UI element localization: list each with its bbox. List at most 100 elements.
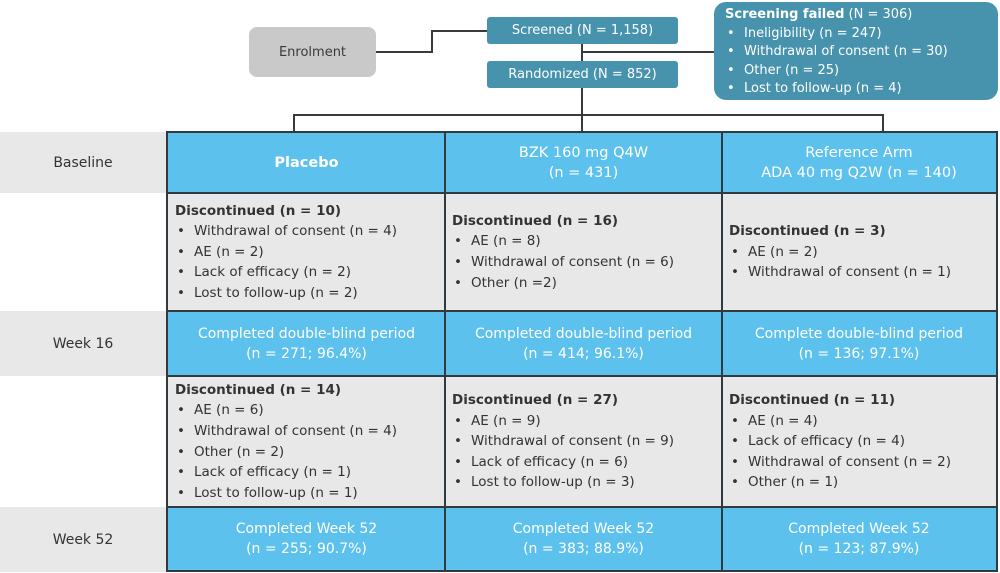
week16-completed-bzk: Completed double-blind period (n = 414; … bbox=[445, 311, 722, 376]
completed-label: Completed Week 52 bbox=[235, 520, 378, 537]
discontinued-reasons: AE (n = 6) Withdrawal of consent (n = 4)… bbox=[175, 400, 445, 503]
discontinued-baseline-placebo: Discontinued (n = 10) Withdrawal of cons… bbox=[168, 193, 445, 311]
completed-label: Completed Week 52 bbox=[788, 520, 930, 537]
completed-count: (n = 383; 88.9%) bbox=[523, 540, 644, 557]
arm-header-line1: Reference Arm bbox=[805, 145, 913, 161]
discontinued-reasons: Withdrawal of consent (n = 4) AE (n = 2)… bbox=[175, 221, 445, 303]
row-divider bbox=[168, 192, 996, 194]
arm-header-line1: Placebo bbox=[274, 155, 339, 171]
week52-completed-placebo: Completed Week 52 (n = 255; 90.7%) bbox=[168, 507, 445, 570]
completed-count: (n = 414; 96.1%) bbox=[523, 345, 644, 362]
connector-enrolment-v bbox=[431, 30, 433, 53]
connector-bracket-h bbox=[293, 114, 884, 116]
connector-to-screened bbox=[431, 30, 487, 32]
list-item: Withdrawal of consent (n = 6) bbox=[452, 252, 722, 273]
discontinued-title: Discontinued (n = 16) bbox=[452, 212, 619, 229]
arm-header-reference: Reference Arm ADA 40 mg Q2W (n = 140) bbox=[722, 133, 996, 193]
discontinued-reasons: AE (n = 9) Withdrawal of consent (n = 9)… bbox=[452, 411, 722, 493]
arm-header-line1: BZK 160 mg Q4W bbox=[518, 145, 649, 161]
discontinued-title: Discontinued (n = 14) bbox=[175, 381, 342, 398]
week52-completed-bzk: Completed Week 52 (n = 383; 88.9%) bbox=[445, 507, 722, 570]
list-item: Withdrawal of consent (n = 2) bbox=[729, 452, 996, 473]
enrolment-label: Enrolment bbox=[278, 44, 347, 60]
row-label-text: Week 52 bbox=[52, 531, 114, 548]
row-label-week16: Week 16 bbox=[0, 311, 166, 376]
list-item: Lost to follow-up (n = 1) bbox=[175, 483, 445, 504]
completed-count: (n = 136; 97.1%) bbox=[798, 345, 920, 362]
discontinued-title: Discontinued (n = 27) bbox=[452, 392, 619, 409]
week16-completed-placebo: Completed double-blind period (n = 271; … bbox=[168, 311, 445, 376]
completed-label: Completed Week 52 bbox=[512, 520, 655, 537]
row-divider bbox=[168, 375, 996, 377]
discontinued-reasons: AE (n = 2) Withdrawal of consent (n = 1) bbox=[729, 242, 996, 283]
completed-count: (n = 123; 87.9%) bbox=[798, 540, 920, 557]
connector-randomized-down bbox=[581, 88, 583, 131]
discontinued-reasons: AE (n = 4) Lack of efficacy (n = 4) With… bbox=[729, 411, 996, 493]
discontinued-title: Discontinued (n = 10) bbox=[175, 202, 342, 219]
list-item: Withdrawal of consent (n = 30) bbox=[725, 43, 998, 62]
screened-label: Screened (N = 1,158) bbox=[511, 23, 654, 38]
list-item: AE (n = 6) bbox=[175, 400, 445, 421]
list-item: AE (n = 2) bbox=[175, 242, 445, 263]
randomized-label: Randomized (N = 852) bbox=[508, 67, 657, 82]
screened-box: Screened (N = 1,158) bbox=[487, 17, 678, 44]
row-divider bbox=[168, 506, 996, 508]
arm-header-bzk: BZK 160 mg Q4W (n = 431) bbox=[445, 133, 722, 193]
list-item: Other (n =2) bbox=[452, 273, 722, 294]
row-label-baseline: Baseline bbox=[0, 132, 166, 193]
row-label-text: Week 16 bbox=[52, 335, 114, 352]
completed-label: Completed double-blind period bbox=[197, 325, 416, 342]
list-item: Lack of efficacy (n = 1) bbox=[175, 462, 445, 483]
list-item: Withdrawal of consent (n = 4) bbox=[175, 421, 445, 442]
list-item: AE (n = 4) bbox=[729, 411, 996, 432]
completed-label: Complete double-blind period bbox=[754, 325, 964, 342]
screening-failed-box: Screening failed (N = 306) Ineligibility… bbox=[714, 2, 998, 100]
list-item: Withdrawal of consent (n = 9) bbox=[452, 431, 722, 452]
week52-completed-reference: Completed Week 52 (n = 123; 87.9%) bbox=[722, 507, 996, 570]
row-divider bbox=[168, 310, 996, 312]
discontinued-week16-reference: Discontinued (n = 11) AE (n = 4) Lack of… bbox=[722, 376, 996, 507]
column-divider bbox=[444, 133, 446, 570]
arm-header-line2: (n = 431) bbox=[548, 165, 619, 181]
list-item: Lack of efficacy (n = 6) bbox=[452, 452, 722, 473]
enrolment-box: Enrolment bbox=[249, 27, 376, 77]
list-item: AE (n = 2) bbox=[729, 242, 996, 263]
list-item: Withdrawal of consent (n = 1) bbox=[729, 262, 996, 283]
arms-grid: Placebo Discontinued (n = 10) Withdrawal… bbox=[166, 131, 998, 572]
list-item: Other (n = 2) bbox=[175, 442, 445, 463]
list-item: Other (n = 25) bbox=[725, 62, 998, 81]
discontinued-week16-placebo: Discontinued (n = 14) AE (n = 6) Withdra… bbox=[168, 376, 445, 507]
column-divider bbox=[721, 133, 723, 570]
completed-count: (n = 271; 96.4%) bbox=[246, 345, 367, 362]
arm-header-line2: ADA 40 mg Q2W (n = 140) bbox=[761, 165, 957, 181]
list-item: Withdrawal of consent (n = 4) bbox=[175, 221, 445, 242]
list-item: Lack of efficacy (n = 4) bbox=[729, 431, 996, 452]
screening-failed-reasons: Ineligibility (n = 247) Withdrawal of co… bbox=[725, 25, 998, 99]
connector-enrolment-h bbox=[376, 51, 432, 53]
discontinued-title: Discontinued (n = 3) bbox=[729, 223, 886, 240]
discontinued-reasons: AE (n = 8) Withdrawal of consent (n = 6)… bbox=[452, 231, 722, 293]
completed-label: Completed double-blind period bbox=[474, 325, 693, 342]
list-item: AE (n = 9) bbox=[452, 411, 722, 432]
discontinued-baseline-bzk: Discontinued (n = 16) AE (n = 8) Withdra… bbox=[445, 193, 722, 311]
discontinued-baseline-reference: Discontinued (n = 3) AE (n = 2) Withdraw… bbox=[722, 193, 996, 311]
list-item: Lost to follow-up (n = 4) bbox=[725, 80, 998, 99]
list-item: Ineligibility (n = 247) bbox=[725, 25, 998, 44]
randomized-box: Randomized (N = 852) bbox=[487, 61, 678, 88]
row-label-week52: Week 52 bbox=[0, 507, 166, 572]
completed-count: (n = 255; 90.7%) bbox=[246, 540, 367, 557]
arm-header-placebo: Placebo bbox=[168, 133, 445, 193]
connector-bracket-right bbox=[882, 114, 884, 131]
list-item: Lack of efficacy (n = 2) bbox=[175, 262, 445, 283]
screening-failed-count: (N = 306) bbox=[848, 7, 913, 22]
screening-failed-title: Screening failed (N = 306) bbox=[725, 6, 998, 25]
list-item: Lost to follow-up (n = 3) bbox=[452, 472, 722, 493]
connector-to-screening-failed bbox=[582, 51, 714, 53]
list-item: Lost to follow-up (n = 2) bbox=[175, 283, 445, 304]
row-label-text: Baseline bbox=[53, 154, 113, 171]
week16-completed-reference: Complete double-blind period (n = 136; 9… bbox=[722, 311, 996, 376]
list-item: AE (n = 8) bbox=[452, 231, 722, 252]
screening-failed-heading: Screening failed bbox=[725, 7, 845, 22]
list-item: Other (n = 1) bbox=[729, 472, 996, 493]
connector-bracket-left bbox=[293, 114, 295, 131]
